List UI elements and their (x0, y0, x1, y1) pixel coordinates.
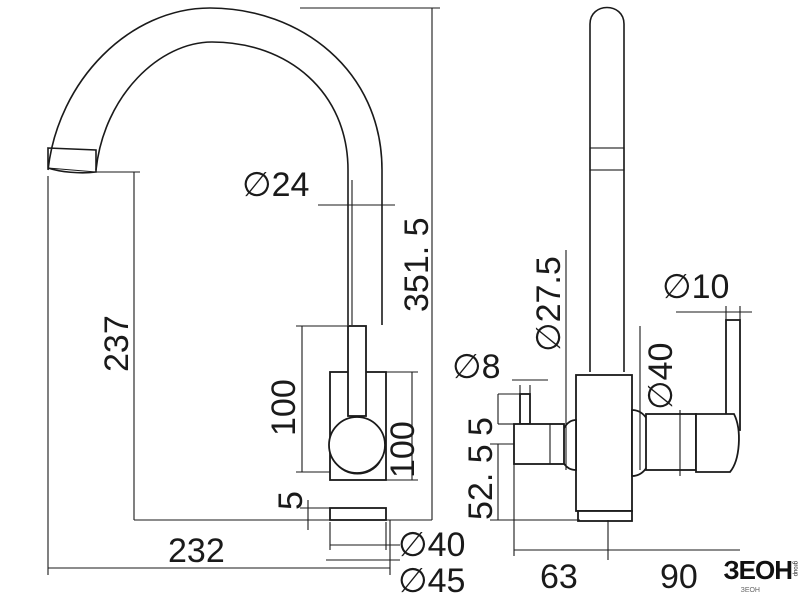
dim-handle-dia: ∅10 (662, 268, 729, 306)
spout-inner (95, 41, 349, 325)
dim-total-height: 351. 5 (398, 217, 436, 312)
dim-side-spout-dia: ∅27.5 (530, 256, 568, 352)
small-handle (519, 393, 531, 425)
base-ring (329, 507, 387, 521)
dim-spout-tube-dia: ∅24 (242, 166, 309, 204)
handle-hub (328, 416, 386, 474)
dim-base-dia-outer: ∅45 (398, 562, 465, 600)
side-base (577, 510, 633, 522)
dim-side-body-dia: ∅40 (642, 343, 680, 410)
side-spout-tube (589, 6, 625, 372)
dim-body-height-side: 100 (384, 421, 422, 478)
dim-width-left: 63 (540, 558, 578, 596)
dim-reach: 232 (168, 532, 225, 570)
left-valve (513, 423, 565, 465)
handle-lever (347, 325, 367, 417)
side-body (575, 374, 633, 512)
front-view: ∅24 351. 5 237 100 100 5 232 ∅40 ∅45 (47, 7, 465, 600)
spout-outer (47, 7, 383, 325)
dim-spout-height: 237 (98, 315, 136, 372)
side-view: ∅27.5 ∅40 ∅10 ∅8 5 52. 5 63 90 (452, 6, 752, 596)
dim-small-handle-offset: 5 (462, 417, 500, 436)
dim-small-handle-dia: ∅8 (452, 348, 501, 386)
dim-width-right: 90 (660, 558, 698, 596)
dim-body-height: 100 (265, 379, 303, 436)
dim-base-step: 5 (272, 491, 310, 510)
right-valve (645, 413, 697, 471)
dim-base-dia-inner: ∅40 (398, 526, 465, 564)
dim-hub-height: 52. 5 (462, 444, 500, 520)
brand-logo-sub: ЗЕОН (740, 587, 760, 594)
